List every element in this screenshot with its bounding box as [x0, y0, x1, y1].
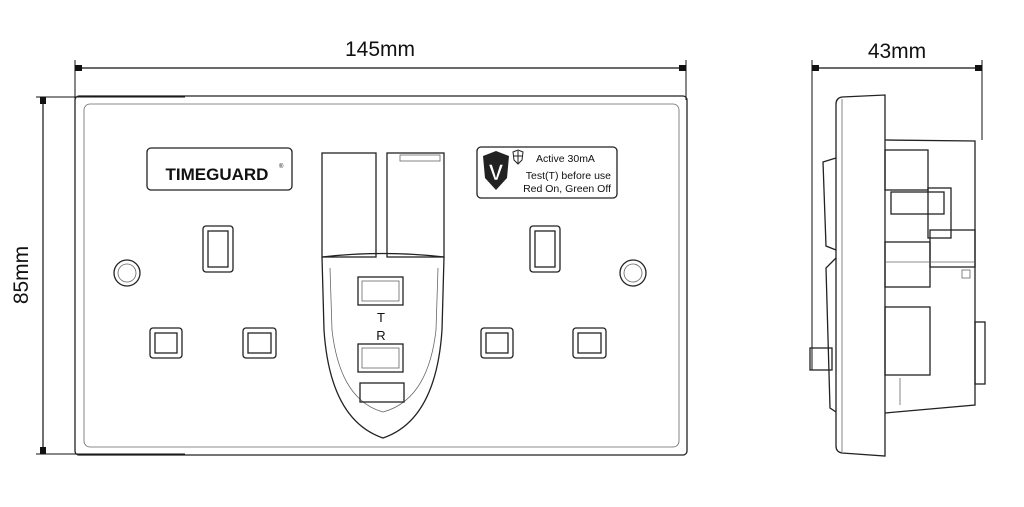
reset-button[interactable] — [357, 343, 404, 373]
plus-shield-icon — [512, 149, 524, 165]
rcd-module: T R — [321, 152, 445, 439]
screw-right — [619, 259, 647, 287]
svg-text:V: V — [489, 160, 504, 185]
logo-text: TIMEGUARD — [166, 165, 269, 184]
height-label: 85mm — [10, 246, 33, 304]
side-view — [809, 94, 986, 457]
front-view: TIMEGUARD ® V Active 30mA Test(T) before… — [74, 95, 688, 456]
svg-text:Red On, Green Off: Red On, Green Off — [523, 183, 611, 195]
width-dimension: 145mm — [74, 38, 687, 100]
shield-icon — [483, 151, 509, 190]
socket-right — [480, 225, 607, 359]
info-label: V Active 30mA Test(T) before use Red On,… — [476, 146, 618, 199]
depth-label: 43mm — [868, 40, 926, 63]
test-label: T — [377, 310, 385, 325]
svg-text:Test(T) before use: Test(T) before use — [526, 170, 611, 182]
height-dimension: 85mm — [10, 96, 185, 455]
test-button[interactable] — [357, 276, 404, 306]
depth-dimension: 43mm — [811, 40, 983, 370]
svg-text:®: ® — [279, 163, 284, 170]
indicator-window — [359, 382, 405, 403]
timeguard-logo: TIMEGUARD ® — [146, 147, 293, 191]
socket-left — [149, 225, 277, 359]
width-label: 145mm — [345, 38, 415, 61]
reset-label: R — [376, 328, 385, 343]
screw-left — [113, 259, 141, 287]
svg-text:Active 30mA: Active 30mA — [536, 153, 595, 165]
